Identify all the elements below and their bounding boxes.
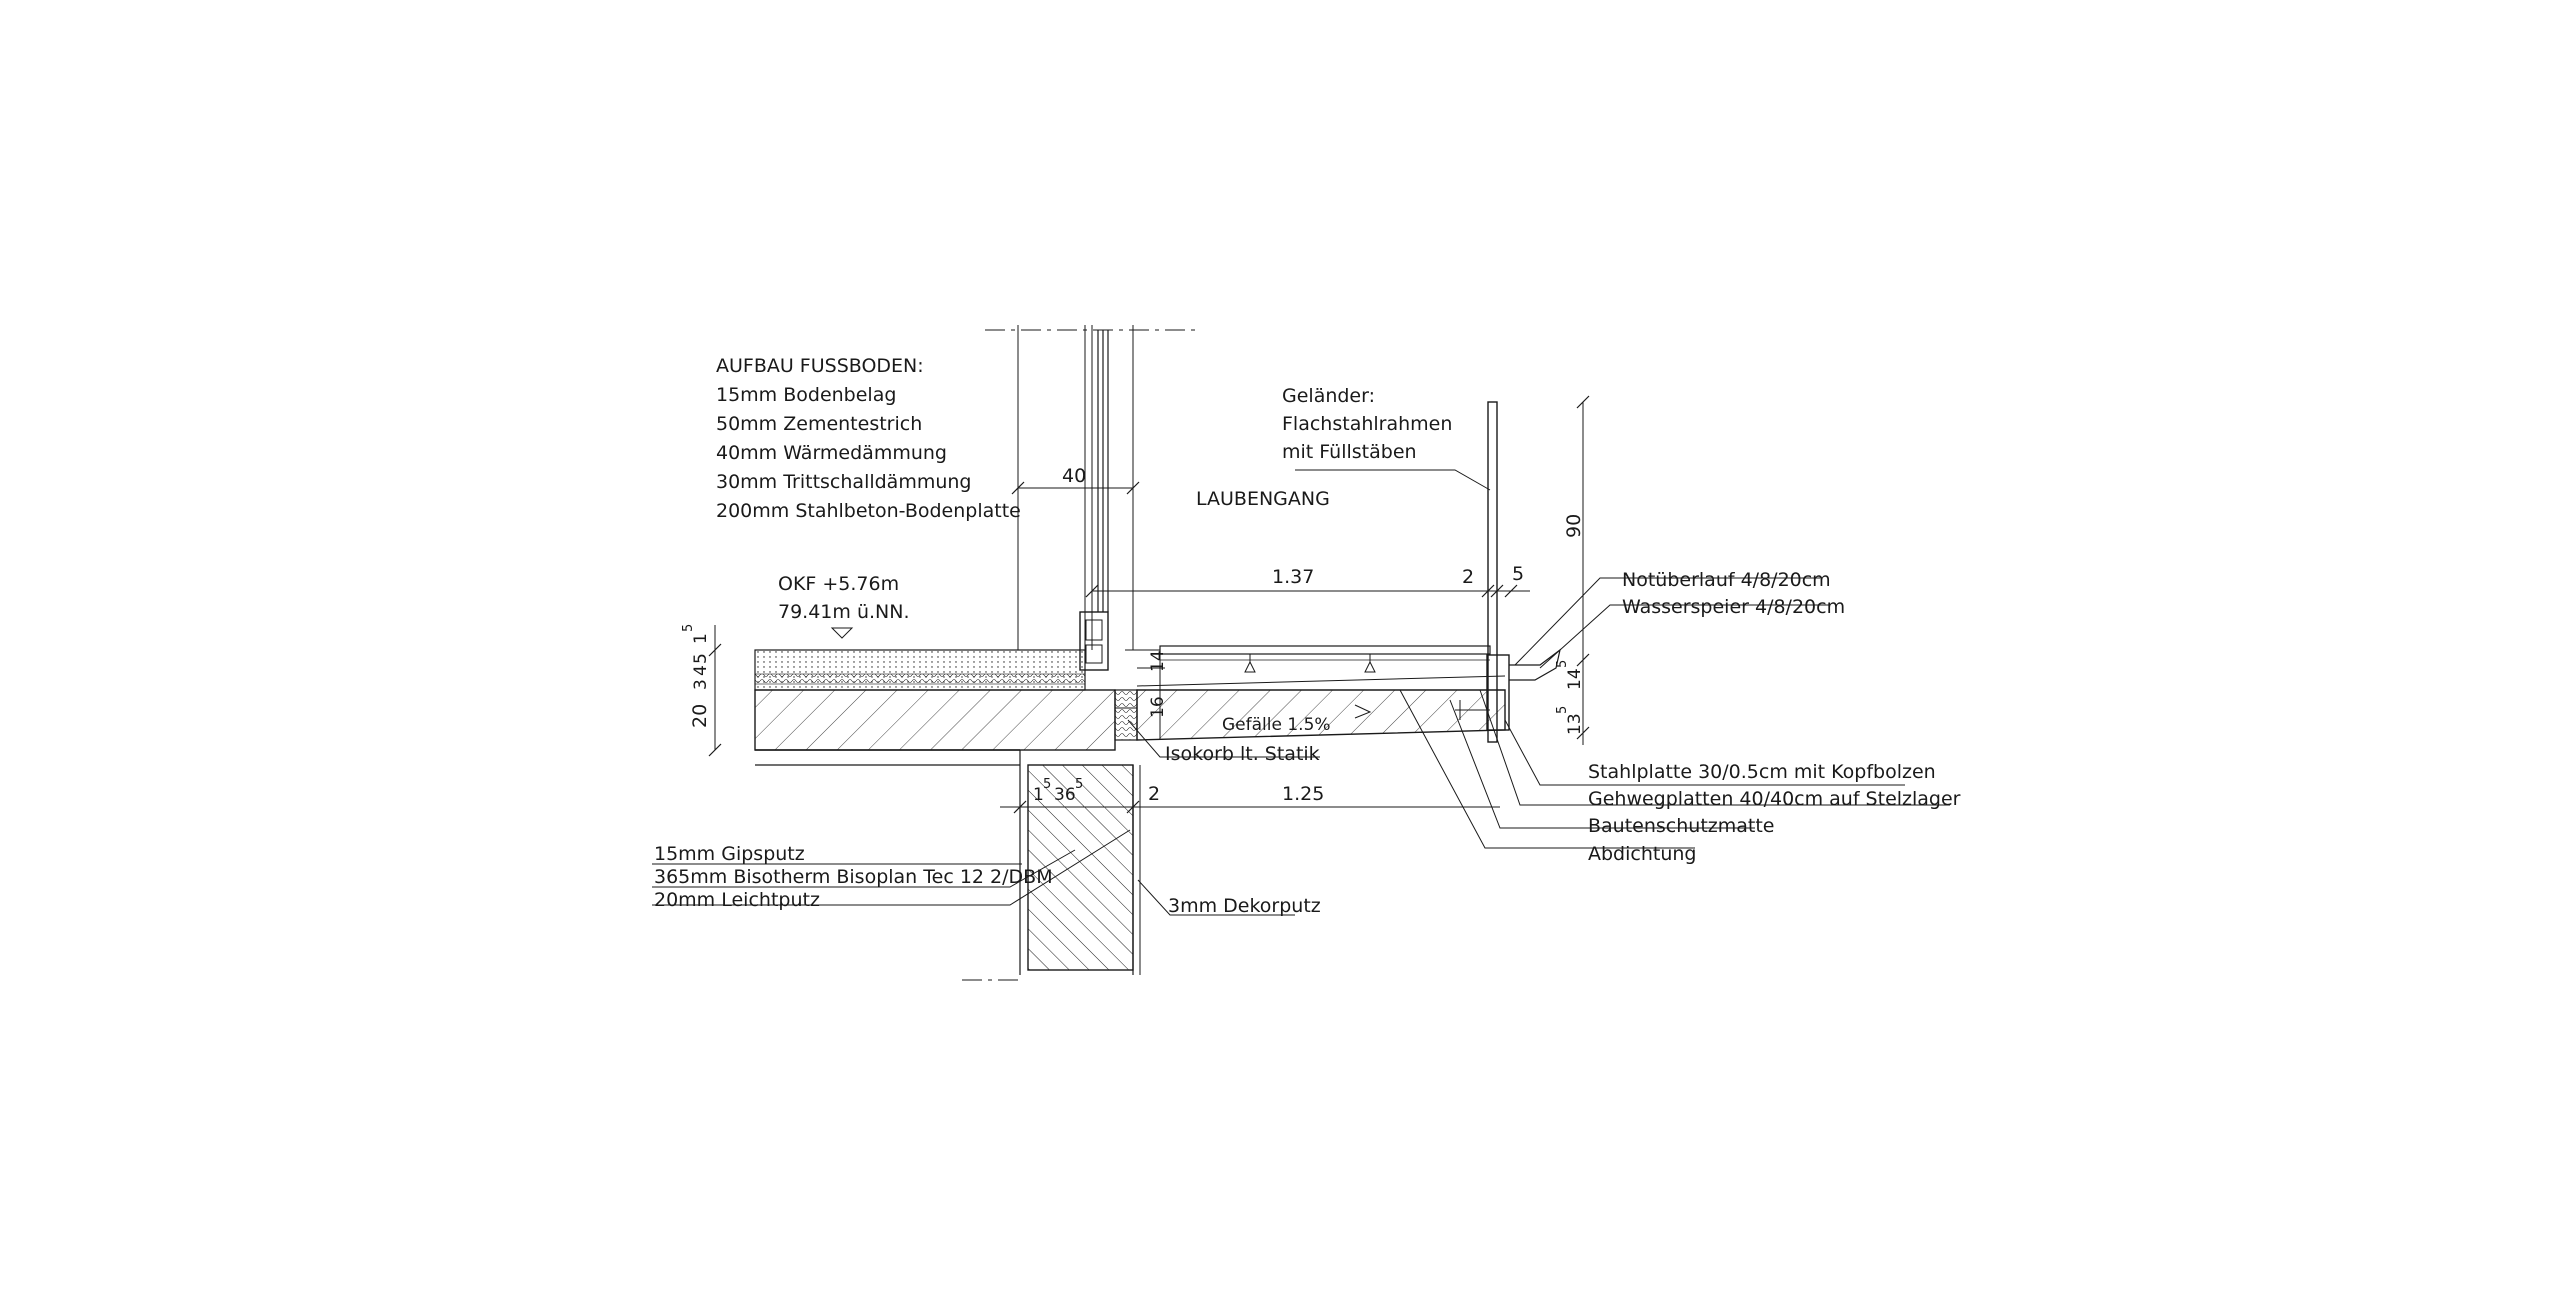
- callout-dekorputz: 3mm Dekorputz: [1168, 895, 1321, 917]
- railing: [1487, 401, 1561, 743]
- floor-slab: [754, 649, 1116, 790]
- isokorb-element: [1114, 689, 1138, 741]
- floor-layer-5: 200mm Stahlbeton-Bodenplatte: [716, 500, 1021, 522]
- level-nn: 79.41m ü.NN.: [778, 601, 910, 623]
- dim-14-balcony: 14: [1148, 650, 1168, 672]
- impact-sound-insulation: [754, 673, 1086, 685]
- callout-leichtputz: 20mm Leichtputz: [654, 889, 820, 911]
- floor-layer-1: 15mm Bodenbelag: [716, 384, 896, 406]
- floor-layer-4: 30mm Trittschalldämmung: [716, 471, 972, 493]
- railing-label-2: Flachstahlrahmen: [1282, 413, 1452, 435]
- window-sill-profile: [1079, 611, 1109, 671]
- dim-16-balcony: 16: [1148, 696, 1168, 718]
- callout-bisotherm: 365mm Bisotherm Bisoplan Tec 12 2/DBM: [654, 866, 1053, 888]
- dim-bottom-125: 1.25: [1282, 783, 1324, 805]
- leader-lines: [652, 469, 1950, 916]
- railing-label-3: mit Füllstäben: [1282, 441, 1417, 463]
- dim-slab-part-4: 4: [691, 665, 711, 676]
- dim-railing-height: 90: [1563, 514, 1585, 538]
- dim-slab-total: 20: [689, 704, 711, 728]
- steel-plate: [1486, 654, 1510, 731]
- dim-top-5: 5: [1512, 563, 1524, 585]
- callout-wasserspeier: Wasserspeier 4/8/20cm: [1622, 596, 1845, 618]
- callout-notueberlauf: Notüberlauf 4/8/20cm: [1622, 569, 1831, 591]
- room-label: LAUBENGANG: [1196, 488, 1330, 510]
- callout-gipsputz: 15mm Gipsputz: [654, 843, 805, 865]
- dim-window-width: 40: [1062, 465, 1086, 487]
- callout-gehwegplatten: Gehwegplatten 40/40cm auf Stelzlager: [1588, 788, 1961, 810]
- dim-balcony-top: 1.37: [1272, 566, 1314, 588]
- dim-slab-part-5: 5: [691, 653, 711, 664]
- level-okf: OKF +5.76m: [778, 573, 899, 595]
- callout-bautenschutzmatte: Bautenschutzmatte: [1588, 815, 1775, 837]
- dim-wall-36-sup: 5: [1075, 777, 1083, 792]
- callout-stahlplatte: Stahlplatte 30/0.5cm mit Kopfbolzen: [1588, 761, 1936, 783]
- dim-bottom-2: 2: [1148, 783, 1160, 805]
- masonry-wall: [1027, 764, 1134, 971]
- dim-wall-36: 36: [1054, 785, 1076, 805]
- railing-label-1: Geländer:: [1282, 385, 1375, 407]
- dim-top-2: 2: [1462, 566, 1474, 588]
- window-frame: [985, 325, 1200, 671]
- railing-post: [1487, 401, 1498, 743]
- floor-build-up-heading: AUFBAU FUSSBODEN:: [716, 355, 924, 377]
- dim-slab-sup-5: 5: [681, 624, 696, 632]
- floor-layer-3: 40mm Wärmedämmung: [716, 442, 947, 464]
- dim-wall-1: 1: [1033, 785, 1044, 805]
- floor-layer-2: 50mm Zementestrich: [716, 413, 922, 435]
- dim-wall-1-sup: 5: [1043, 777, 1051, 792]
- dim-14-right-sup: 5: [1555, 660, 1570, 668]
- balcony-slab: [1125, 645, 1510, 741]
- concrete-slab: [754, 689, 1116, 751]
- paving-slabs: [1159, 645, 1491, 655]
- callout-isokorb: Isokorb lt. Statik: [1165, 743, 1320, 765]
- dim-13-right-sup: 5: [1555, 706, 1570, 714]
- dim-13-right: 13: [1565, 713, 1585, 735]
- annotations: AUFBAU FUSSBODEN: 15mm Bodenbelag 50mm Z…: [654, 355, 1961, 917]
- dim-14-right: 14: [1565, 668, 1585, 690]
- callout-abdichtung: Abdichtung: [1588, 843, 1696, 865]
- exterior-wall: [962, 764, 1141, 981]
- slope-label: Gefälle 1.5%: [1222, 715, 1331, 735]
- dimension-lines: [708, 395, 1590, 814]
- dim-slab-part-3: 3: [691, 679, 711, 690]
- dim-slab-part-1: 1: [691, 633, 711, 644]
